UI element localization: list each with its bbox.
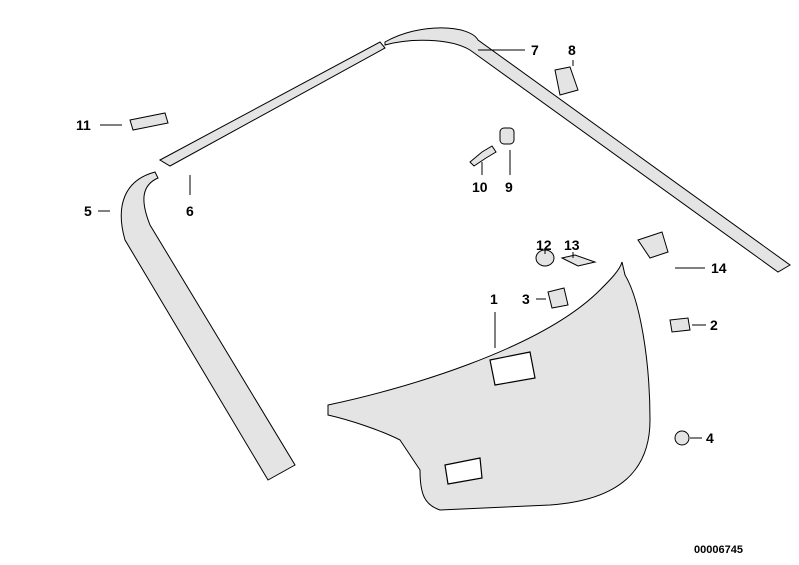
part-2-clip[interactable] [669,317,691,333]
part-1-handle-recess [489,351,536,386]
label-7: 7 [531,42,539,58]
part-10-screw[interactable] [469,145,497,167]
label-14: 14 [711,260,727,276]
label-1: 1 [490,291,498,307]
label-2: 2 [710,317,718,333]
part-9-grommet[interactable] [499,127,515,145]
part-1-lower-recess [444,457,483,485]
label-5: 5 [84,203,92,219]
label-10: 10 [472,179,488,195]
label-13: 13 [564,237,580,253]
part-4-clip[interactable] [674,430,690,446]
part-11-clip[interactable] [129,112,169,131]
label-9: 9 [505,179,513,195]
part-8-clip[interactable] [554,66,579,96]
part-6-strip[interactable] [158,41,386,167]
diagram-id: 00006745 [694,544,743,556]
part-7-trim-strip[interactable] [384,27,791,273]
label-6: 6 [186,203,194,219]
part-1-tailgate-panel[interactable] [327,261,651,511]
label-8: 8 [568,42,576,58]
label-12: 12 [536,237,552,253]
leader-lines [98,49,706,439]
part-13-screw[interactable] [560,254,597,267]
part-14-clip[interactable] [637,231,669,259]
label-3: 3 [522,291,530,307]
label-4: 4 [706,430,714,446]
label-11: 11 [76,117,91,133]
part-5-side-strip[interactable] [120,171,296,481]
part-3-clip[interactable] [547,287,569,309]
